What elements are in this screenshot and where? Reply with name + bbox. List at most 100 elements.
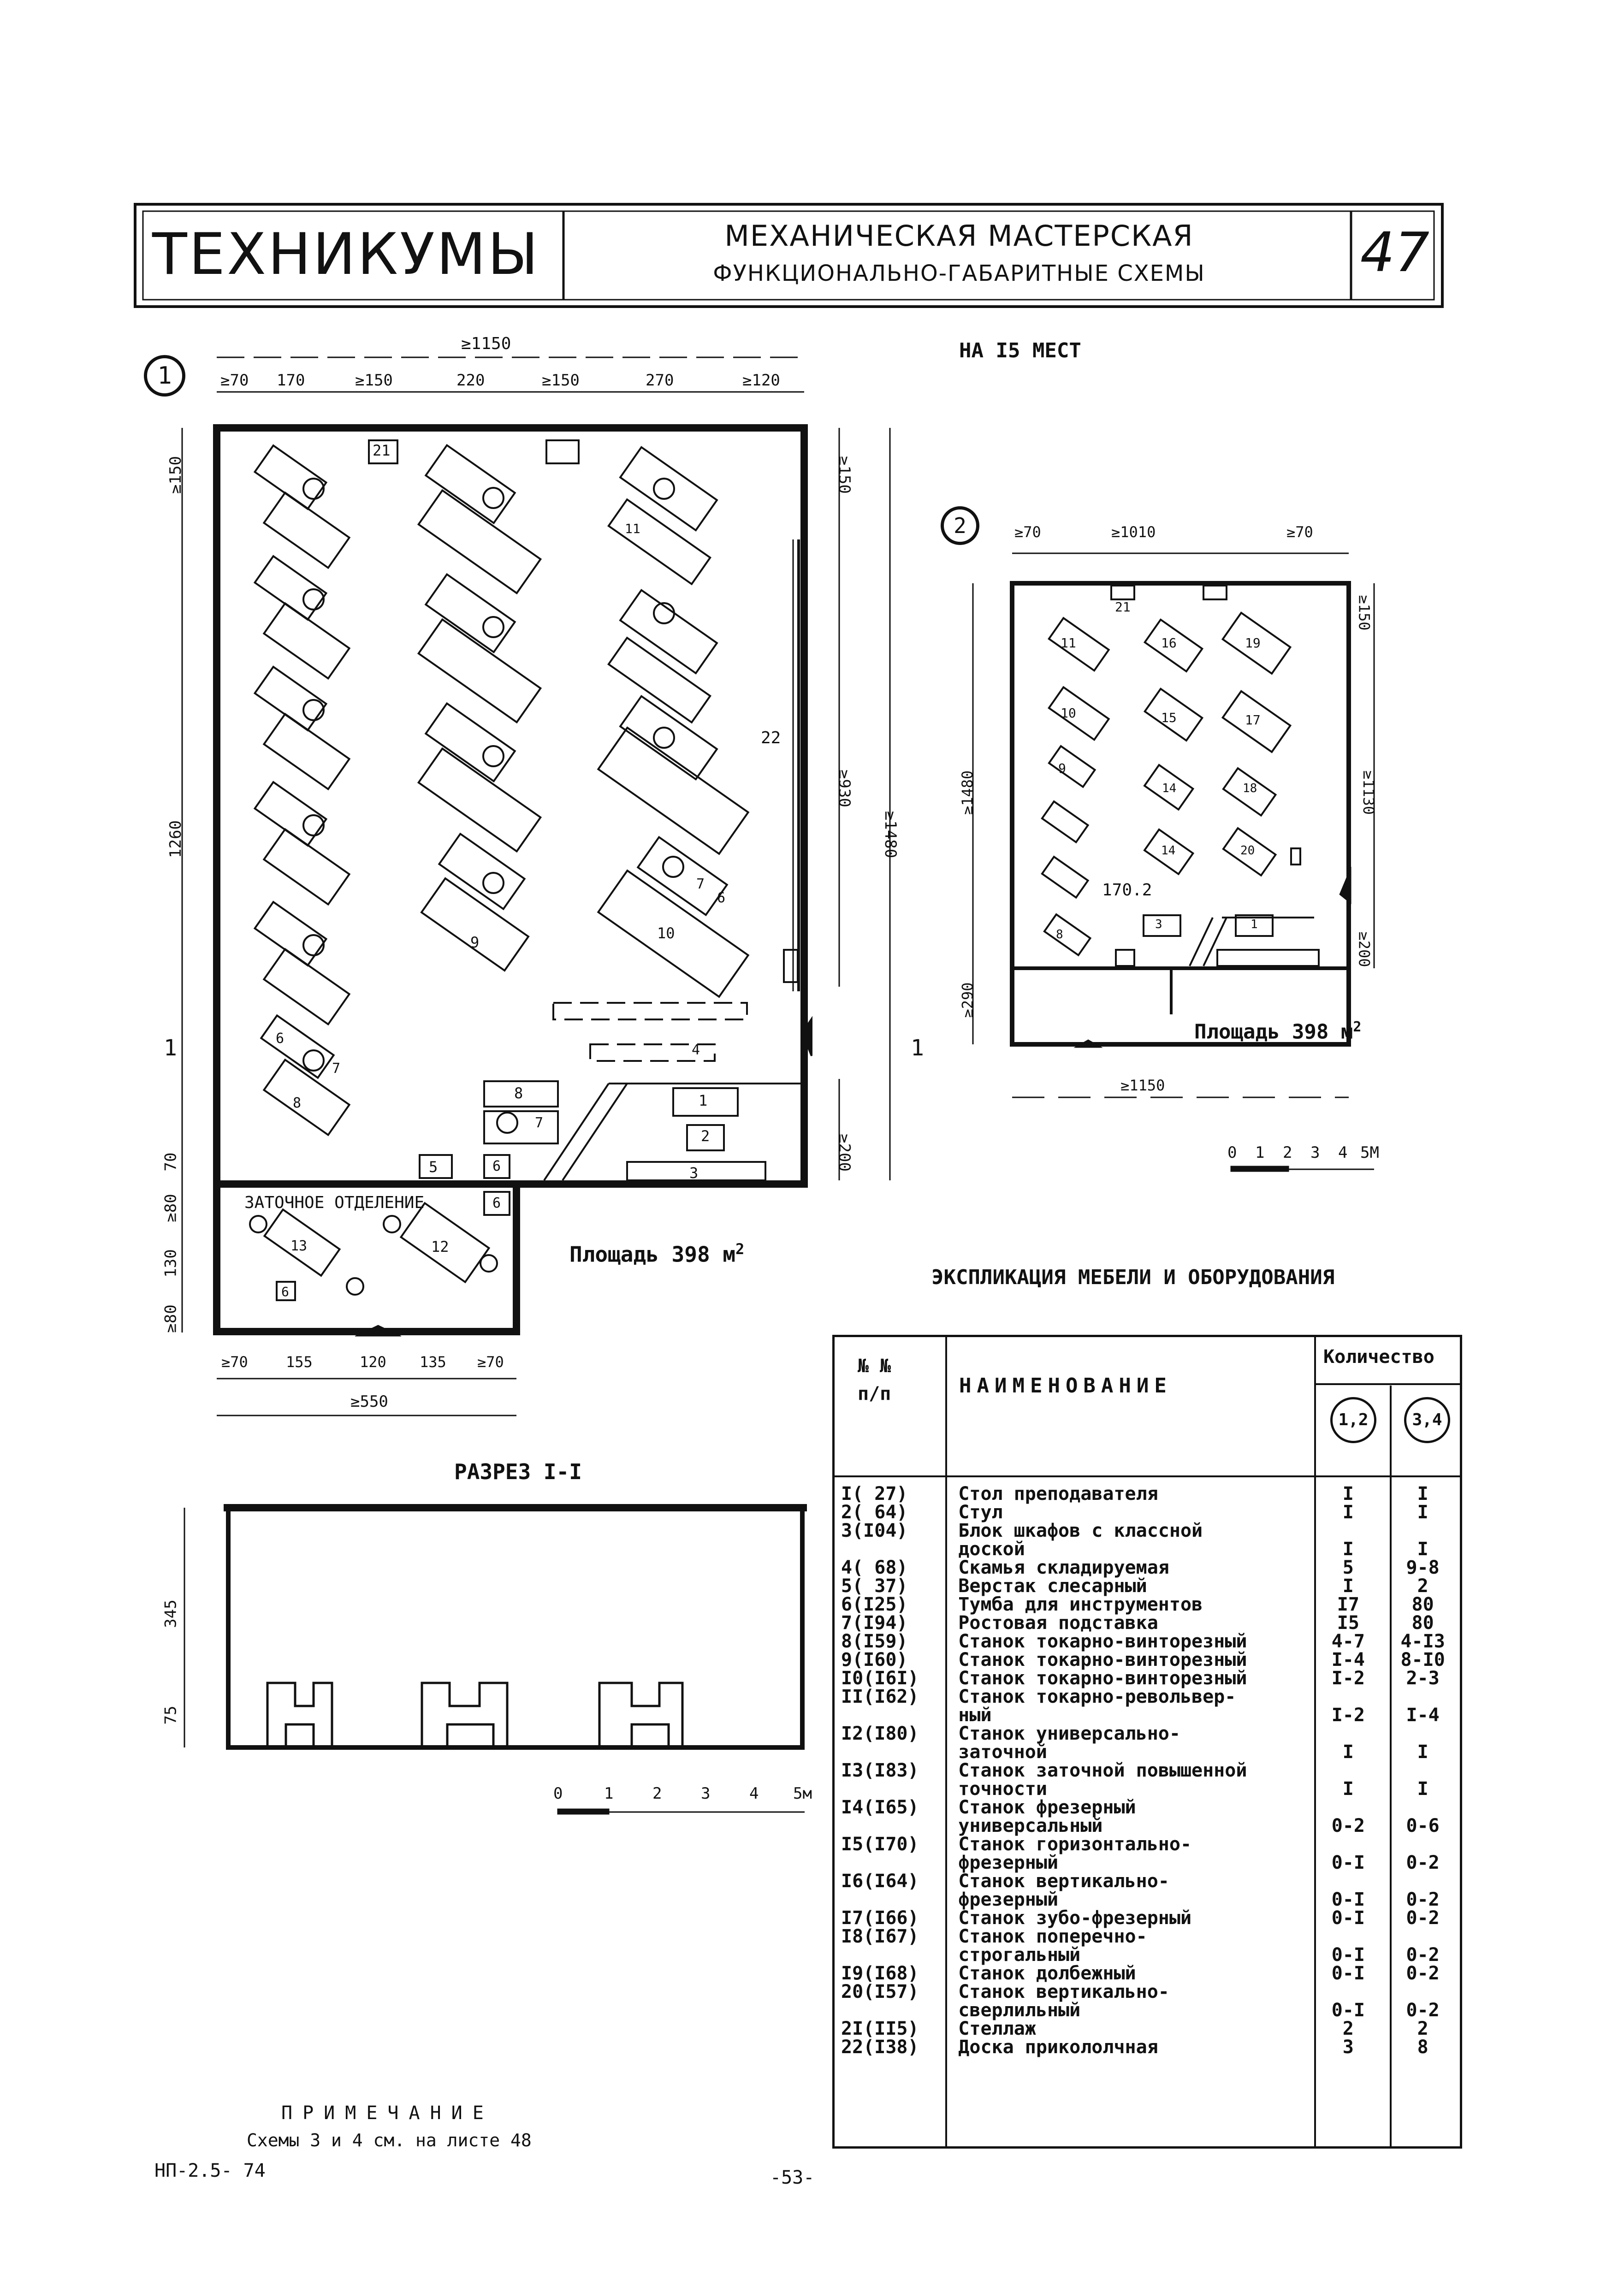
dim-bottom-5: ≥70 — [477, 1353, 504, 1371]
scale-tick: 5М — [1360, 1143, 1379, 1162]
row-qty-1-2: I-2 — [1331, 1668, 1365, 1689]
row-number — [835, 1706, 944, 1724]
s2-dim-top-1: ≥70 — [1014, 523, 1041, 541]
row-qty-1-2: 4-7 — [1331, 1631, 1365, 1652]
s2-dim-top-2: ≥1010 — [1111, 523, 1156, 541]
section-scale-tick: 0 — [553, 1784, 563, 1803]
row-number: 20(I57) — [841, 1981, 919, 2002]
item-label: 2 — [701, 1127, 710, 1145]
s2-dim-bottom: ≥1150 — [1120, 1077, 1165, 1094]
row-qty-1-2 — [1310, 1761, 1386, 1780]
table-row: 20(I57)Станок вертикально- — [835, 1983, 1460, 2001]
dim-bottom-1: ≥70 — [221, 1353, 248, 1371]
row-qty-3-4: 0-6 — [1406, 1815, 1440, 1836]
machine-column-c — [597, 446, 750, 998]
row-name: Стол преподавателя — [958, 1483, 1158, 1504]
table-row: 3(I04)Блок шкафов с классной — [835, 1522, 1460, 1540]
stand-circles — [302, 478, 684, 1134]
row-qty-1-2 — [1310, 1724, 1386, 1743]
section-mark-right: 1 — [911, 1035, 924, 1061]
row-number — [835, 2001, 944, 2020]
row-qty-3-4 — [1386, 1798, 1460, 1817]
table-row: I8(I67)Станок поперечно- — [835, 1927, 1460, 1946]
row-number: I8(I67) — [841, 1926, 919, 1947]
row-qty-1-2: 0-I — [1331, 2000, 1365, 2021]
s2-item-label: 10 — [1061, 705, 1076, 721]
row-number: 2( 64) — [841, 1502, 908, 1523]
explication-table: № № п/п НАИМЕНОВАНИЕ Количество 1,2 3,4 … — [832, 1335, 1462, 2149]
scheme-1-number: 1 — [157, 362, 172, 390]
table-divider — [945, 1337, 947, 2146]
dim-left-1: ≥150 — [166, 456, 185, 494]
row-name: строгальный — [958, 1944, 1081, 1966]
row-qty-1-2: I — [1342, 1741, 1354, 1763]
row-name: Скамья складируемая — [958, 1557, 1169, 1578]
s2-dim-right-1: ≥150 — [1355, 595, 1373, 631]
dim-top-2: 170 — [277, 371, 305, 390]
row-number: I( 27) — [841, 1483, 908, 1504]
row-qty-3-4: 2 — [1417, 2018, 1428, 2039]
row-qty-3-4 — [1386, 1835, 1460, 1854]
row-number: I4(I65) — [841, 1797, 919, 1818]
row-qty-3-4 — [1386, 1724, 1460, 1743]
item-label: 13 — [290, 1238, 308, 1254]
row-name: заточной — [958, 1741, 1047, 1763]
row-number: I5(I70) — [841, 1834, 919, 1855]
item-label: 22 — [761, 728, 781, 747]
row-qty-1-2: 0-I — [1331, 1852, 1365, 1873]
table-row: II(I62)Станок токарно-револьвер- — [835, 1688, 1460, 1706]
row-qty-3-4: 0-2 — [1406, 1907, 1440, 1929]
row-name: Станок универсально- — [958, 1723, 1180, 1744]
row-name: сверлильный — [958, 2000, 1081, 2021]
note-text: Схемы 3 и 4 см. на листе 48 — [247, 2130, 532, 2150]
row-qty-1-2: I — [1342, 1575, 1354, 1597]
dim-total-top: ≥1150 — [461, 334, 511, 353]
dim-left-4: ≥80 — [161, 1194, 180, 1222]
row-qty-3-4: I — [1417, 1483, 1428, 1504]
scale-tick: 1 — [1255, 1143, 1265, 1162]
row-name: Станок долбежный — [958, 1963, 1136, 1984]
note-title: ПРИМЕЧАНИЕ — [281, 2102, 494, 2124]
section-1-1 — [184, 1504, 807, 1750]
row-qty-3-4 — [1386, 1688, 1460, 1706]
row-number: 6(I25) — [841, 1594, 908, 1615]
item-label: 3 — [689, 1164, 699, 1182]
row-qty-3-4: 4-I3 — [1400, 1631, 1445, 1652]
col-q2-label: 3,4 — [1404, 1397, 1450, 1443]
row-number: 22(I38) — [841, 2037, 919, 2058]
row-qty-1-2: I — [1342, 1778, 1354, 1800]
item-label: 6 — [492, 1195, 501, 1211]
row-qty-3-4 — [1386, 1522, 1460, 1540]
row-qty-3-4: 0-2 — [1406, 1889, 1440, 1910]
s2-item-label: 19 — [1245, 635, 1261, 651]
row-number: 4( 68) — [841, 1557, 908, 1578]
header-left-title: ТЕХНИКУМЫ — [152, 221, 540, 288]
table-header-divider — [835, 1475, 1460, 1477]
scale-bar-plan — [1230, 1166, 1374, 1172]
row-qty-3-4: I-4 — [1406, 1705, 1440, 1726]
scheme-1-area-text: Площадь 398 м — [569, 1242, 736, 1267]
row-name: Станок токарно-револьвер- — [958, 1686, 1236, 1707]
row-name: Тумба для инструментов — [958, 1594, 1203, 1615]
table-divider — [1314, 1337, 1316, 2146]
section-title: РАЗРЕЗ I-I — [454, 1459, 582, 1484]
section-mark-left: 1 — [164, 1035, 177, 1061]
section-dim-75: 75 — [161, 1706, 180, 1725]
footer-code: НП-2.5- 74 — [154, 2160, 266, 2181]
s2-item-label: 16 — [1161, 635, 1177, 651]
table-qty-divider — [1316, 1383, 1460, 1385]
row-qty-1-2: I-2 — [1331, 1705, 1365, 1726]
